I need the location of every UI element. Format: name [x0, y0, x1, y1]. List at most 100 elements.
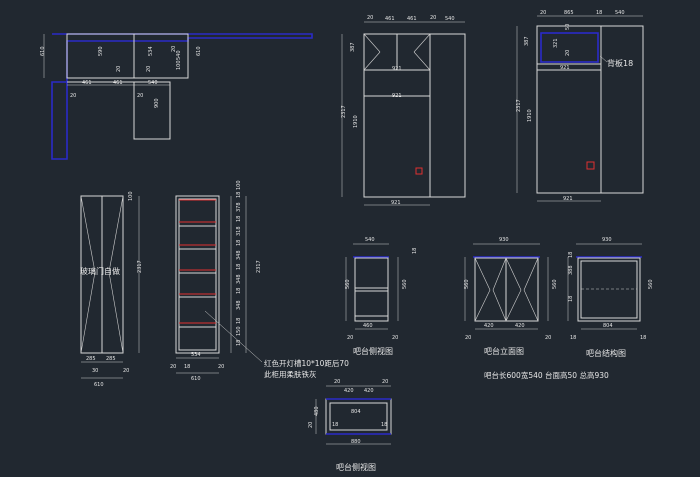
dim-label: 20 [540, 10, 546, 16]
dim-label: 560 [648, 279, 654, 289]
dim-label: 18 [236, 288, 242, 294]
dim-label: 18 [236, 264, 242, 270]
dim-label: 388 [568, 265, 574, 275]
dim-label: 18 [568, 252, 574, 258]
dim-label: 610 [94, 382, 104, 388]
dim-label: 100 [236, 180, 242, 190]
bar-side-view-title: 吧台侧视图 [353, 346, 393, 356]
dim-label: 20 [123, 368, 129, 374]
dim-label: 921 [560, 65, 570, 71]
dim-label: 2317 [137, 260, 143, 273]
dim-label: 610 [191, 376, 201, 382]
dim-label: 610 [196, 46, 202, 56]
dim-label: 20 [367, 15, 373, 21]
dim-label: 420 [364, 388, 374, 394]
dim-label: 20 [347, 335, 353, 341]
dim-label: 921 [563, 196, 573, 202]
dim-label: 348 [236, 274, 242, 284]
dim-label: 348 [236, 300, 242, 310]
dim-label: 2317 [256, 260, 262, 273]
dim-label: 18 [568, 296, 574, 302]
dim-label: 18 [236, 340, 242, 346]
dim-label: 18 [570, 335, 576, 341]
dim-label: 420 [515, 323, 525, 329]
bar-side-view-bottom: 20 420 420 20 804 18 18 480 20 880 吧台侧视图 [308, 379, 392, 472]
dim-label: 20 [137, 93, 143, 99]
glass-door-cabinet: 玻璃门自做 2317 100 285 285 30 20 610 [80, 191, 143, 388]
note-line-2: 此柜用柔肤铁灰 [264, 369, 317, 379]
dim-label: 18 [640, 335, 646, 341]
dim-label: 20 [565, 50, 571, 56]
dim-label: 540 [445, 16, 455, 22]
dim-label: 285 [86, 356, 96, 362]
dim-label: 348 [236, 250, 242, 260]
dim-label: 20 [116, 66, 122, 72]
dim-label: 420 [344, 388, 354, 394]
dim-label: 18 [236, 240, 242, 246]
dim-label: 20 [430, 15, 436, 21]
note-line-1: 红色开灯槽10*10距后70 [264, 358, 349, 368]
dim-label: 804 [351, 409, 361, 415]
dim-label: 461 [82, 80, 92, 86]
dim-label: 921 [392, 66, 402, 72]
dim-label: 100 [176, 60, 182, 70]
lower-cabinet [133, 81, 171, 140]
dim-label: 18 [236, 192, 242, 198]
dim-label: 1910 [527, 109, 533, 122]
dim-label: 534 [148, 46, 154, 56]
bar-side-view-bottom-title: 吧台侧视图 [336, 462, 376, 472]
bar-elevation-title: 吧台立面图 [484, 346, 524, 356]
dim-label: 387 [524, 36, 530, 46]
dim-label: 921 [392, 93, 402, 99]
dim-label: 20 [334, 379, 340, 385]
dim-label: 285 [106, 356, 116, 362]
dim-label: 2317 [341, 105, 347, 118]
dim-label: 921 [391, 200, 401, 206]
dim-label: 1910 [353, 115, 359, 128]
dim-label: 20 [146, 66, 152, 72]
upper-cabinet [66, 33, 189, 79]
dim-label: 560 [552, 279, 558, 289]
dim-label: 18 [184, 364, 190, 370]
dim-label: 20 [170, 364, 176, 370]
dim-label: 20 [392, 335, 398, 341]
dim-label: 18 [412, 248, 418, 254]
dim-label: 20 [70, 93, 76, 99]
dim-label: 560 [464, 279, 470, 289]
dim-label: 20 [308, 422, 314, 428]
bar-structure-title: 吧台结构图 [586, 348, 626, 358]
dim-label: 18 [596, 10, 602, 16]
dim-label: 610 [40, 46, 46, 56]
dim-label: 590 [98, 46, 104, 56]
dim-label: 318 [236, 226, 242, 236]
bar-side-view: 540 560 560 18 460 20 20 吧台侧视图 [345, 237, 418, 356]
dim-label: 50 [565, 24, 571, 30]
dim-label: 2317 [516, 99, 522, 112]
bar-elevation: 930 560 560 420 420 20 20 吧台立面图 [464, 237, 558, 356]
dim-label: 534 [191, 352, 201, 358]
countertop-outline [51, 33, 313, 160]
dim-label: 20 [218, 364, 224, 370]
dim-label: 321 [553, 38, 559, 48]
niche-outline [540, 32, 599, 63]
dim-label: 420 [484, 323, 494, 329]
light-slot-marker [415, 167, 423, 175]
dim-label: 540 [365, 237, 375, 243]
dim-label: 18 [332, 422, 338, 428]
dim-label: 560 [345, 279, 351, 289]
tall-cabinet-elevation: 20 461 461 20 540 921 921 921 2317 1910 … [341, 15, 466, 206]
dim-label: 20 [545, 335, 551, 341]
dim-label: 461 [385, 16, 395, 22]
plan-view-top-left: 610 590 534 20 20 20 540 100 610 461 461… [40, 33, 313, 160]
dim-label: 20 [465, 335, 471, 341]
dim-label: 480 [314, 406, 320, 416]
dim-label: 460 [363, 323, 373, 329]
dim-label: 804 [603, 323, 613, 329]
dim-label: 18 [381, 422, 387, 428]
dim-label: 930 [499, 237, 509, 243]
bar-spec-note: 吧台长600宽540 台面高50 总高930 [484, 370, 609, 380]
dim-label: 30 [92, 368, 98, 374]
dim-label: 150 [236, 326, 242, 336]
dim-label: 18 [236, 216, 242, 222]
